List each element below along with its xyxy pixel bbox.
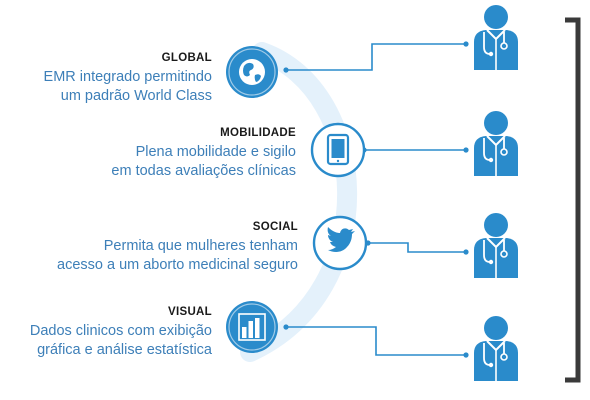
bar-chart-icon (226, 301, 278, 353)
connector-social (368, 242, 466, 253)
row-description-line: em todas avaliações clínicas (111, 163, 296, 179)
row-description-line: EMR integrado permitindo (43, 69, 212, 85)
right-bracket (565, 17, 581, 383)
doctor-icon (473, 110, 519, 177)
row-description-line: Permita que mulheres tenham (103, 238, 298, 254)
doctor-icon (473, 212, 519, 279)
row-description-line: acesso a um aborto medicinal seguro (57, 257, 298, 273)
row-title: VISUAL (168, 306, 212, 318)
connector-global (286, 43, 466, 71)
row-title: SOCIAL (252, 221, 298, 233)
row-description-line: um padrão World Class (60, 88, 212, 104)
connector-visual (286, 326, 466, 356)
row-social: SOCIAL Permita que mulheres tenham acess… (57, 221, 298, 275)
tablet-icon (310, 122, 366, 178)
twitter-bird-icon (312, 215, 368, 271)
doctor-icon (473, 4, 519, 71)
globe-icon (226, 46, 278, 98)
background-arc (240, 42, 358, 362)
row-description-line: gráfica e análise estatística (37, 342, 212, 358)
doctor-icon (473, 315, 519, 382)
row-visual: VISUAL Dados clinicos com exibição gráfi… (30, 306, 212, 360)
row-global: GLOBAL EMR integrado permitindo um padrã… (44, 52, 212, 106)
row-description-line: Plena mobilidade e sigilo (135, 144, 296, 160)
row-mobilidade: MOBILIDADE Plena mobilidade e sigilo em … (111, 127, 296, 181)
row-title: MOBILIDADE (220, 127, 296, 139)
row-title: GLOBAL (161, 52, 212, 64)
row-description-line: Dados clinicos com exibição (29, 323, 212, 339)
